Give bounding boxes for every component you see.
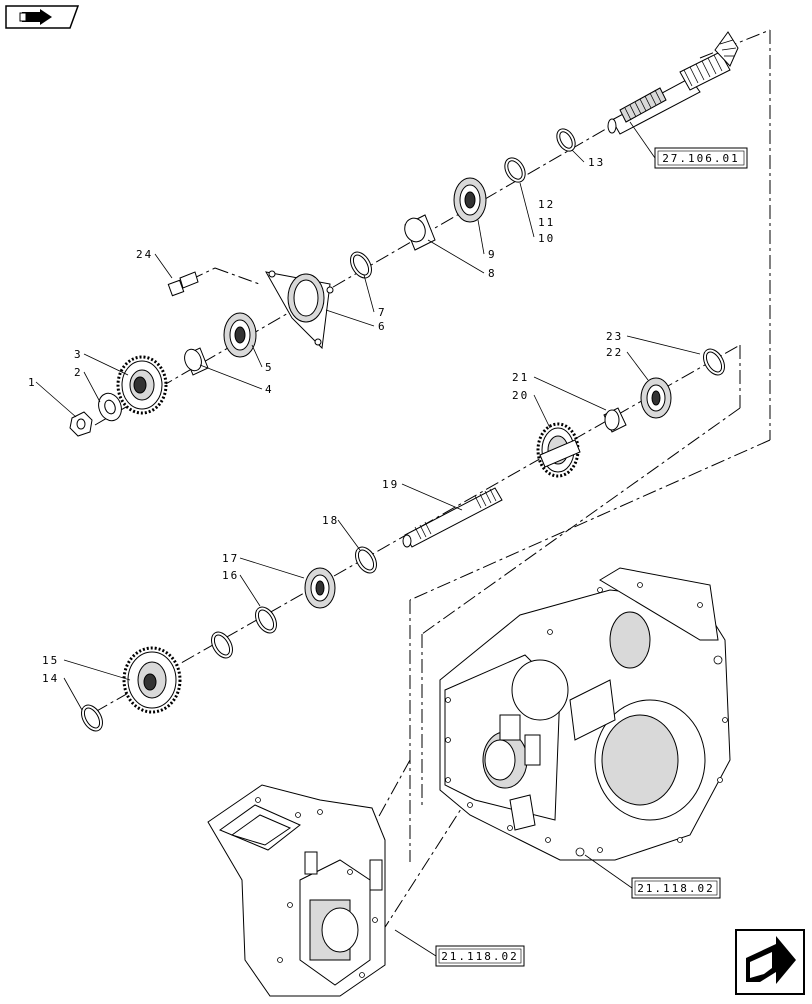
- part-13-snap-ring: [556, 128, 576, 152]
- callout-7: 7: [378, 306, 387, 319]
- ref-box-bottom[interactable]: 21.118.02: [435, 945, 525, 967]
- ref-box-right[interactable]: 21.118.02: [631, 877, 721, 899]
- back-nav-button[interactable]: [5, 5, 80, 29]
- part-14-snap-ring: [81, 704, 103, 732]
- callout-22: 22: [606, 346, 623, 359]
- part-23-snap-ring: [703, 348, 725, 376]
- lower-housing: [207, 784, 386, 997]
- part-snap-ring: [211, 631, 233, 659]
- callout-13: 13: [588, 156, 605, 169]
- part-10-snap-ring: [504, 157, 526, 183]
- part-1-nut: [69, 411, 93, 437]
- callout-5: 5: [265, 361, 274, 374]
- callout-8: 8: [488, 267, 497, 280]
- callout-6: 6: [378, 320, 387, 333]
- callout-12: 12: [538, 198, 555, 211]
- part-4-bushing: [184, 347, 209, 376]
- callout-labels: 1 2 3 4 5 6 7 8 9 10 11 12 13 14 15 16 1…: [28, 156, 623, 685]
- callout-14: 14: [42, 672, 59, 685]
- callout-23: 23: [606, 330, 623, 343]
- leader-lines: [35, 121, 701, 957]
- ref-label-bottom: 21.118.02: [441, 950, 519, 963]
- part-9-bearing: [453, 177, 487, 223]
- callout-17: 17: [222, 552, 239, 565]
- part-15-gear: [122, 646, 182, 714]
- callout-9: 9: [488, 248, 497, 261]
- callout-18: 18: [322, 514, 339, 527]
- callout-4: 4: [265, 383, 274, 396]
- callout-2: 2: [74, 366, 83, 379]
- callout-1: 1: [28, 376, 37, 389]
- part-24-bolt: [167, 271, 199, 297]
- part-21-bushing: [603, 407, 627, 433]
- part-19-shaft: [402, 487, 503, 548]
- part-3-gear: [116, 355, 168, 415]
- callout-24: 24: [136, 248, 153, 261]
- callout-19: 19: [382, 478, 399, 491]
- part-7-snap-ring: [350, 251, 372, 279]
- callout-15: 15: [42, 654, 59, 667]
- part-18-snap-ring: [355, 546, 377, 574]
- pinion-shaft: [607, 31, 739, 135]
- forward-nav-button[interactable]: [735, 929, 805, 995]
- back-arrow-icon: [19, 9, 52, 25]
- part-17-bearing: [304, 567, 336, 609]
- callout-21: 21: [512, 371, 529, 384]
- callout-3: 3: [74, 348, 83, 361]
- callout-20: 20: [512, 389, 529, 402]
- callout-10: 10: [538, 232, 555, 245]
- ref-box-top[interactable]: 27.106.01: [654, 147, 748, 169]
- callout-16: 16: [222, 569, 239, 582]
- part-5-bearing: [223, 312, 257, 358]
- part-20-gear: [536, 422, 581, 478]
- part-2-washer: [98, 392, 122, 422]
- forward-arrow-icon: [746, 936, 796, 984]
- part-16-snap-ring: [255, 606, 277, 634]
- callout-11: 11: [538, 216, 555, 229]
- part-8-bushing: [404, 214, 436, 251]
- part-22-bearing: [640, 377, 672, 419]
- transmission-housing: [439, 567, 731, 861]
- ref-label-top: 27.106.01: [662, 152, 740, 165]
- part-6-bearing-housing: [265, 270, 334, 350]
- ref-label-right: 21.118.02: [637, 882, 715, 895]
